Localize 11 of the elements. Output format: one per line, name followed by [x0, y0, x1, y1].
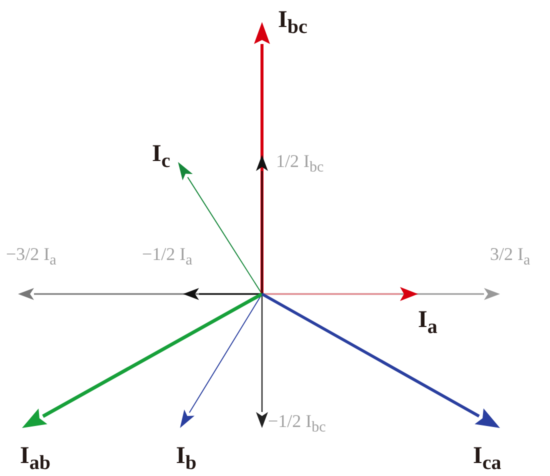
- coefficient-label: 1/2 I$_{bc}$: [276, 152, 324, 176]
- vector-label: I$_{bc}$: [278, 8, 308, 37]
- vector-label: I$_{c}$: [152, 142, 170, 171]
- coefficient-label: −3/2 I$_{a}$: [6, 245, 56, 269]
- coefficient-label: −1/2 I$_{a}$: [142, 245, 192, 269]
- vector-label: I$_{b}$: [176, 444, 196, 473]
- coefficient-label: −1/2 I$_{bc}$: [268, 412, 326, 436]
- coefficient-label: 3/2 I$_{a}$: [490, 245, 530, 269]
- vector-label: I$_{ab}$: [20, 444, 50, 473]
- vector-label: I$_{a}$: [418, 308, 438, 337]
- vector-label: I$_{ca}$: [473, 444, 502, 473]
